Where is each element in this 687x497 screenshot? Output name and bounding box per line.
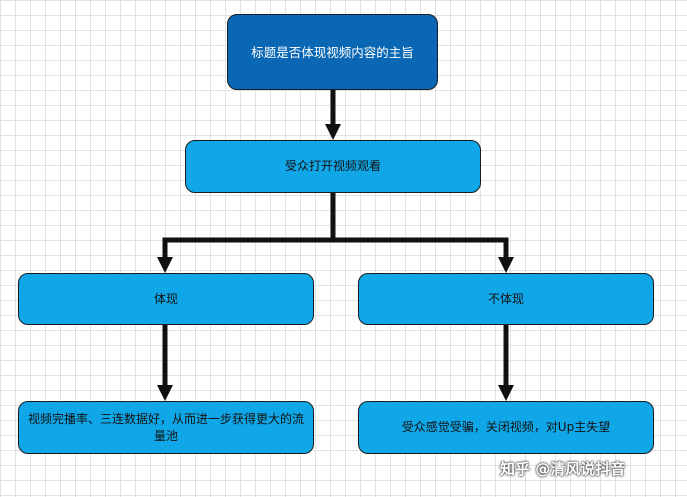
node-yes-result: 视频完播率、三连数据好，从而进一步获得更大的流量池 [18,401,314,454]
arrow-yes-to-result [157,325,173,401]
node-no-result: 受众感觉受骗，关闭视频，对Up主失望 [358,401,654,454]
node-yes: 体现 [18,273,314,325]
node-title-check: 标题是否体现视频内容的主旨 [227,14,438,90]
arrow-open-to-branches [157,193,514,273]
node-no: 不体现 [358,273,654,325]
node-audience-open: 受众打开视频观看 [185,140,481,193]
watermark: 知乎 @清风说抖音 [500,460,626,478]
arrow-top-to-open [325,90,341,140]
arrow-no-to-result [498,325,514,401]
